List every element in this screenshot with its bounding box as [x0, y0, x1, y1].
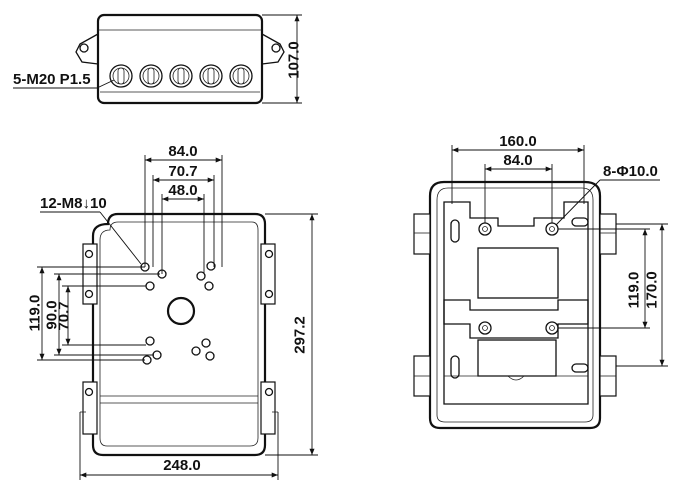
cable-gland — [229, 64, 253, 88]
cable-gland-label: 5-M20 P1.5 — [13, 71, 91, 88]
top-height-dim-label: 107.0 — [286, 41, 303, 79]
rear-dim-119-label: 119.0 — [626, 272, 643, 309]
rear-width-dim-84-label: 84.0 — [503, 152, 532, 169]
cable-glands — [109, 64, 253, 88]
center-port — [166, 296, 196, 326]
cable-gland — [109, 64, 133, 88]
right-mount-tab — [261, 33, 285, 65]
rear-dim-170-label: 170.0 — [644, 271, 661, 309]
width-dim-70-7-label: 70.7 — [168, 163, 197, 180]
left-mount-tab — [75, 33, 99, 65]
rear-width-dim-160-label: 160.0 — [499, 133, 537, 150]
left-dim-90-label: 90.0 — [44, 300, 61, 329]
front-view: 84.0 70.7 48.0 12-M8↓10 119.0 90.0 70.7 … — [27, 143, 318, 480]
m8-holes — [140, 261, 216, 365]
rear-view: 160.0 84.0 8-Φ10.0 119.0 170.0 — [413, 133, 668, 430]
rear-left-bracket — [413, 213, 431, 255]
top-view: 107.0 5-M20 P1.5 — [13, 13, 303, 105]
bottom-width-dim-label: 248.0 — [163, 457, 201, 474]
hole-leader — [555, 179, 601, 226]
width-dim-48-label: 48.0 — [168, 182, 197, 199]
rear-body-outline — [428, 180, 602, 430]
front-right-bracket — [260, 243, 276, 305]
thread-label: 12-M8↓10 — [40, 195, 107, 212]
left-dim-70-7-label: 70.7 — [56, 301, 73, 330]
left-dim-119-label: 119.0 — [27, 295, 44, 332]
top-view-body — [96, 13, 264, 105]
rear-plate — [443, 201, 589, 405]
cable-gland — [169, 64, 193, 88]
cable-gland — [199, 64, 223, 88]
front-height-dim-label: 297.2 — [292, 316, 309, 354]
rear-mount-holes — [478, 222, 559, 335]
width-dim-84-label: 84.0 — [168, 143, 197, 160]
hole-label: 8-Φ10.0 — [603, 163, 658, 180]
rear-right-bracket — [599, 213, 617, 255]
cable-gland — [139, 64, 163, 88]
front-body-outline — [91, 212, 267, 457]
